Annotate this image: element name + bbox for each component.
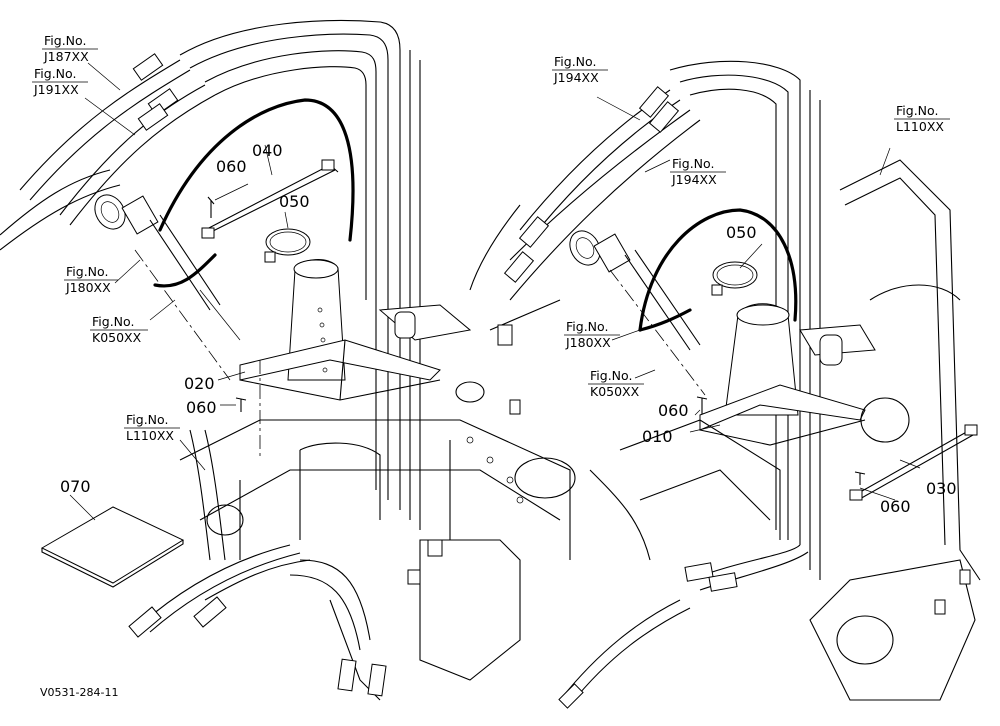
fig-ref-j180-right: Fig.No. J180XX [564, 319, 620, 350]
fig-ref-j194-mid: Fig.No. J194XX [670, 156, 726, 187]
fig-ref-j180-left: Fig.No. J180XX [64, 264, 118, 295]
part-number-050: 050 [279, 192, 310, 211]
fig-ref-label: Fig.No. [44, 33, 86, 48]
fig-ref-l110-right: Fig.No. L110XX [894, 103, 950, 134]
fig-ref-k050-right: Fig.No. K050XX [588, 368, 644, 399]
part-number-070: 070 [60, 477, 91, 496]
fig-ref-l110-left: Fig.No. L110XX [124, 412, 180, 443]
part-number-060: 060 [186, 398, 217, 417]
part-number-060: 060 [216, 157, 247, 176]
left-assembly [0, 19, 576, 701]
figure-reference-labels: Fig.No. J187XX Fig.No. J191XX Fig.No. J1… [32, 33, 950, 443]
fig-ref-j187: Fig.No. J187XX [42, 33, 98, 64]
part-number-060: 060 [658, 401, 689, 420]
drawing-code: V0531-284-11 [40, 686, 118, 699]
fig-ref-code: J180XX [65, 280, 111, 295]
fig-ref-code: J194XX [671, 172, 717, 187]
fig-ref-j194-top: Fig.No. J194XX [552, 54, 608, 85]
part-number-030: 030 [926, 479, 957, 498]
fig-ref-label: Fig.No. [566, 319, 608, 334]
fig-ref-label: Fig.No. [896, 103, 938, 118]
part-number-labels: 040 060 050 020 060 070 050 060 010 030 … [60, 141, 957, 516]
part-number-060: 060 [880, 497, 911, 516]
part-number-050: 050 [726, 223, 757, 242]
right-assembly [503, 60, 981, 709]
part-number-040: 040 [252, 141, 283, 160]
fig-ref-code: J180XX [565, 335, 611, 350]
fig-ref-code: J187XX [43, 49, 89, 64]
fig-ref-label: Fig.No. [672, 156, 714, 171]
part-number-010: 010 [642, 427, 673, 446]
fig-ref-j191: Fig.No. J191XX [32, 66, 88, 97]
fig-ref-label: Fig.No. [92, 314, 134, 329]
fig-ref-code: J191XX [33, 82, 79, 97]
fig-ref-label: Fig.No. [126, 412, 168, 427]
fig-ref-k050-left: Fig.No. K050XX [90, 314, 148, 345]
fig-ref-label: Fig.No. [66, 264, 108, 279]
fig-ref-label: Fig.No. [34, 66, 76, 81]
fig-ref-code: K050XX [92, 330, 142, 345]
fig-ref-code: J194XX [553, 70, 599, 85]
part-number-020: 020 [184, 374, 215, 393]
fig-ref-code: L110XX [126, 428, 174, 443]
fig-ref-label: Fig.No. [554, 54, 596, 69]
fig-ref-code: K050XX [590, 384, 640, 399]
fig-ref-label: Fig.No. [590, 368, 632, 383]
fig-ref-code: L110XX [896, 119, 944, 134]
